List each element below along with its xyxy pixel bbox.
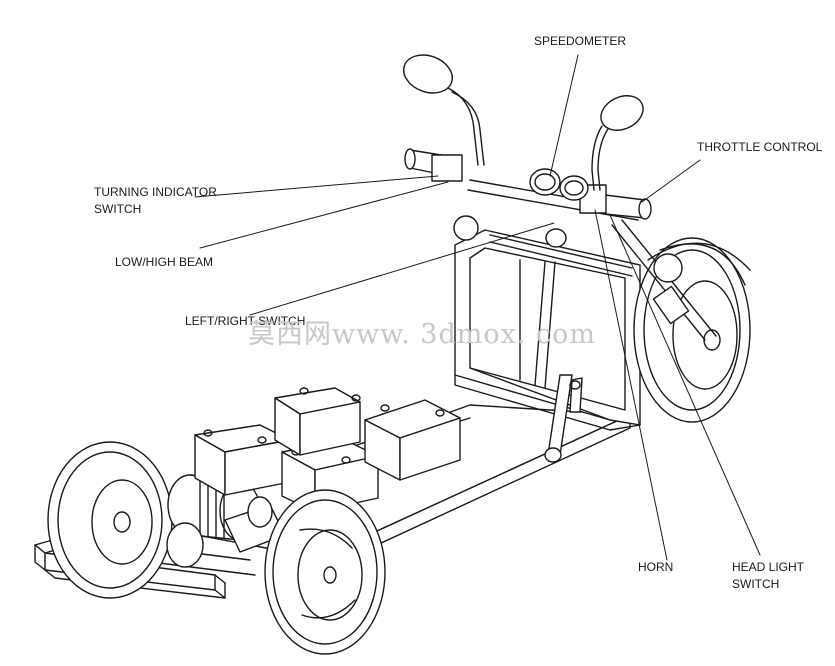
label-turning-indicator-line2: SWITCH <box>94 202 142 216</box>
label-low-high-beam-text: LOW/HIGH BEAM <box>115 255 214 269</box>
label-speedometer: SPEEDOMETER <box>534 33 626 50</box>
handlebar <box>404 148 652 248</box>
label-head-light-line1: HEAD LIGHT <box>732 560 805 574</box>
leader-speedometer <box>549 54 579 177</box>
steering-linkage <box>544 374 583 463</box>
label-throttle-control: THROTTLE CONTROL <box>697 139 822 156</box>
seat-frame <box>454 229 641 431</box>
leader-throttle-control <box>641 159 701 203</box>
leader-lines <box>194 54 761 561</box>
label-horn: HORN <box>638 559 673 576</box>
front-fork <box>611 219 717 341</box>
speedometer-pod <box>529 168 589 201</box>
rear-right-wheel <box>264 489 386 655</box>
label-low-high-beam: LOW/HIGH BEAM <box>115 254 213 271</box>
leader-horn <box>594 209 668 561</box>
label-speedometer-text: SPEEDOMETER <box>534 34 627 48</box>
label-head-light-switch: HEAD LIGHT SWITCH <box>732 559 804 593</box>
label-left-right-switch: LEFT/RIGHT SWITCH <box>185 313 305 330</box>
label-horn-text: HORN <box>638 560 674 574</box>
front-wheel <box>633 237 751 423</box>
watermark-text: 莫西网www. 3dmox. com <box>248 319 596 350</box>
leader-turning-indicator <box>194 175 439 198</box>
mirrors <box>403 54 644 191</box>
label-turning-indicator-switch: TURNING INDICATOR SWITCH <box>94 184 217 218</box>
leader-low-high-beam <box>199 181 449 249</box>
label-left-right-switch-text: LEFT/RIGHT SWITCH <box>185 314 306 328</box>
label-turning-indicator-line1: TURNING INDICATOR <box>94 185 217 199</box>
label-throttle-control-text: THROTTLE CONTROL <box>697 140 823 154</box>
leader-head-light-switch <box>609 214 761 556</box>
label-head-light-line2: SWITCH <box>732 577 780 591</box>
rear-left-wheel <box>47 441 173 599</box>
leader-left-right-switch <box>249 222 555 316</box>
